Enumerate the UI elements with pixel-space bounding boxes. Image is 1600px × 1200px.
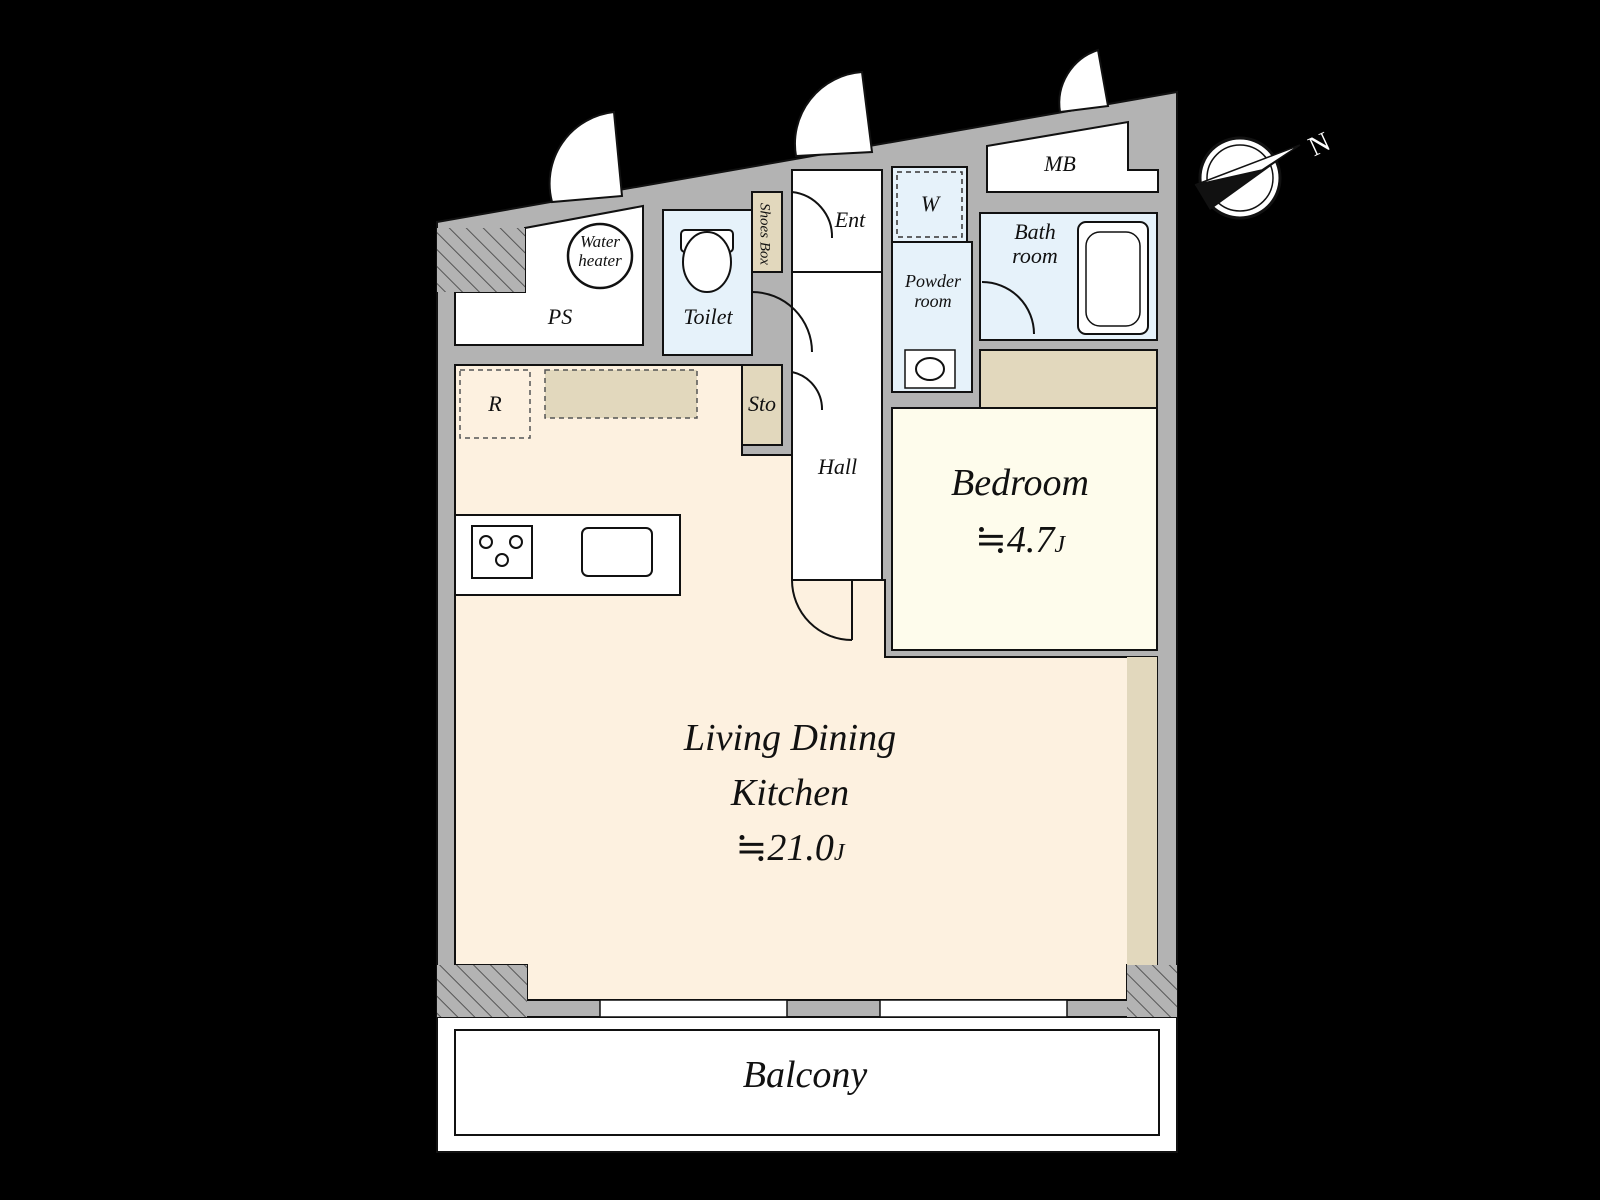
- door-swing: [548, 48, 1110, 204]
- washer-space: [891, 166, 968, 243]
- hall-floor: [791, 271, 883, 581]
- basin-fixture: [904, 349, 956, 389]
- refrigerator-space: [459, 369, 531, 439]
- water-heater-label: Water heater: [578, 232, 622, 270]
- hatch-corner: [437, 228, 525, 292]
- mb-label: MB: [1044, 151, 1076, 176]
- bedroom-area: ≒4.7J: [975, 519, 1065, 561]
- balcony-label: Balcony: [742, 1054, 868, 1096]
- bathroom-label: Bath room: [1012, 219, 1058, 269]
- balcony-area: [436, 1016, 1178, 1153]
- bathtub-inner: [1085, 231, 1141, 327]
- shoes-box-label: Shoes Box: [756, 202, 773, 266]
- storage: [741, 364, 783, 446]
- compass-icon: [1194, 136, 1301, 220]
- water-heater-circle: [566, 222, 634, 290]
- hall-label: Hall: [817, 454, 858, 479]
- toilet-label: Toilet: [683, 304, 733, 329]
- ldk-area: ≒21.0J: [735, 827, 845, 869]
- ps-label: PS: [547, 304, 573, 329]
- ldk-name-line2: Kitchen: [730, 772, 850, 814]
- mb-box: [986, 120, 1159, 193]
- burner-icon: [479, 535, 493, 549]
- storage-label: Sto: [747, 391, 777, 416]
- refrigerator-label: R: [488, 391, 502, 416]
- bedroom-closet: [979, 349, 1158, 409]
- window-right: [879, 999, 1068, 1018]
- hatch-corner: [1127, 965, 1177, 1017]
- ldk-name-line1: Living Dining: [683, 717, 897, 759]
- range-hood: [544, 369, 698, 419]
- kitchen-sink: [581, 527, 653, 577]
- burner-icon: [509, 535, 523, 549]
- shoes-box: [751, 191, 783, 273]
- washer-label: W: [920, 191, 940, 216]
- toilet-fixture: [680, 229, 734, 293]
- entrance-label: Ent: [834, 207, 866, 232]
- bedroom-name: Bedroom: [951, 462, 1089, 504]
- hatch-corner: [437, 965, 527, 1017]
- bedroom-floor: [891, 407, 1158, 651]
- stove: [471, 525, 533, 579]
- burner-icon: [495, 553, 509, 567]
- window-left: [599, 999, 788, 1018]
- entrance-floor: [791, 169, 883, 273]
- balcony-inner: [454, 1029, 1160, 1136]
- ldk-window-strip: [1127, 657, 1157, 965]
- interior-door: [751, 191, 1035, 641]
- washer-dash: [896, 171, 963, 238]
- powder-room-label: Powder room: [905, 271, 961, 311]
